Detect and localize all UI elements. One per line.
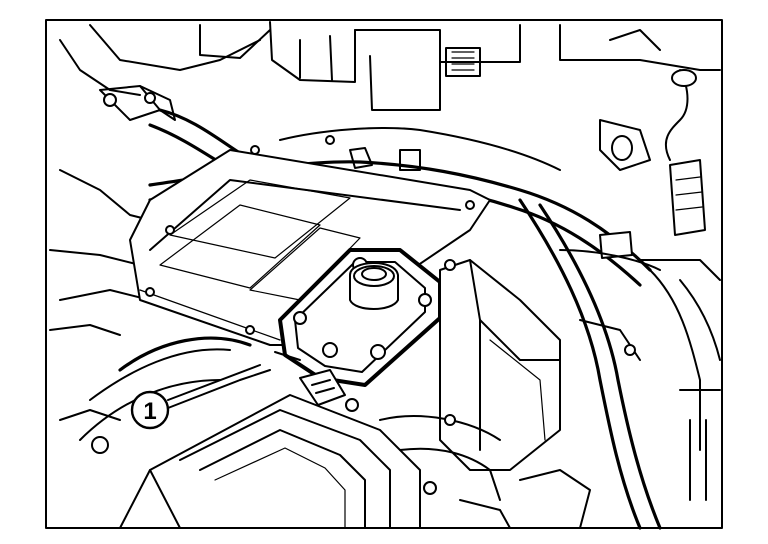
callout-leader <box>167 351 301 409</box>
lower-intake <box>59 336 591 529</box>
upper-bracket-structure <box>59 21 721 111</box>
right-side-hoses <box>518 69 721 530</box>
callout-1-label: 1 <box>143 398 156 425</box>
figure-border <box>45 19 723 529</box>
callout-1: 1 <box>130 390 170 430</box>
cover-plate <box>129 135 491 346</box>
air-box <box>439 259 561 471</box>
actuator-unit <box>278 248 442 412</box>
